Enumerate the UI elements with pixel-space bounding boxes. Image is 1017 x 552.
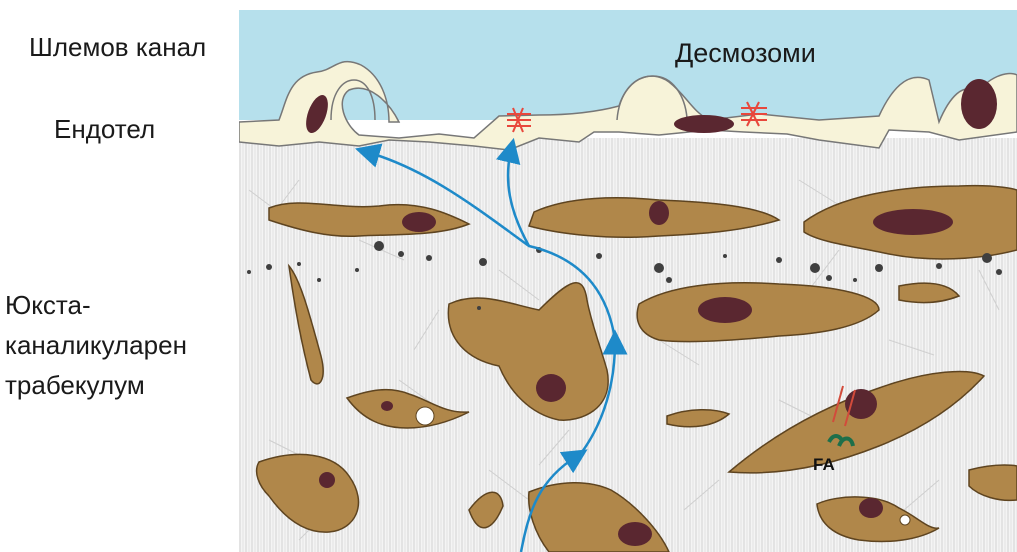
- desmosomes-label: Десмозоми: [675, 38, 816, 69]
- tissue-diagram: [239, 10, 1017, 552]
- endothelium-label: Ендотел: [54, 112, 155, 146]
- focal-adhesion-label: FA: [813, 455, 835, 475]
- juxtacanalicular-trabeculum-label: Юкста- каналикуларен трабекулум: [5, 285, 187, 405]
- jct-label-line-2: каналикуларен: [5, 325, 187, 365]
- jct-label-line-1: Юкста-: [5, 285, 187, 325]
- schlemm-canal-label: Шлемов канал: [29, 30, 206, 64]
- jct-label-line-3: трабекулум: [5, 365, 187, 405]
